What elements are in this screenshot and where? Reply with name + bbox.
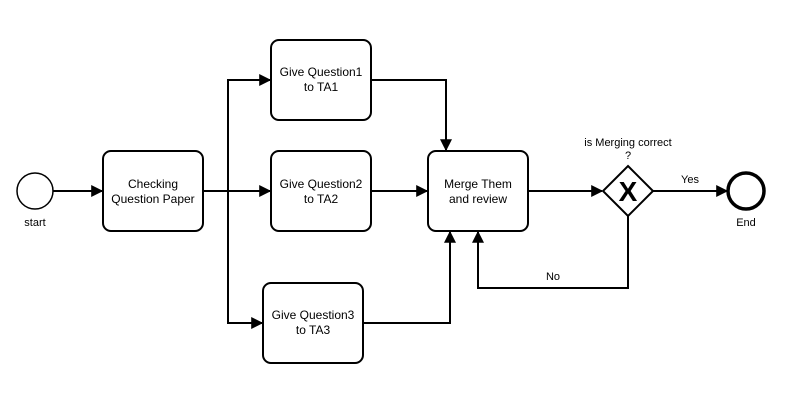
edges: [53, 74, 729, 329]
gateway-question-line1: is Merging correct: [584, 137, 671, 149]
edge-checking-to-q3: [227, 191, 264, 329]
task-q1-line1: Give Question1: [280, 65, 363, 79]
task-q3-line2: to TA3: [296, 323, 331, 337]
task-merge-and-review[interactable]: Merge Them and review: [427, 150, 529, 232]
edge-q1-to-merge: [371, 79, 452, 152]
end-label: End: [736, 217, 756, 229]
start-label: start: [24, 217, 45, 229]
task-q2-line2: to TA2: [304, 192, 339, 206]
task-checking-question-paper[interactable]: Checking Question Paper: [102, 150, 204, 232]
start-event[interactable]: start: [16, 172, 54, 229]
task-merge-box[interactable]: [427, 150, 529, 232]
task-give-question2[interactable]: Give Question2 to TA2: [270, 150, 372, 232]
end-event[interactable]: End: [726, 171, 766, 229]
gateway-x-icon: X: [619, 176, 638, 207]
task-q3-line1: Give Question3: [272, 308, 355, 322]
task-q1-line2: to TA1: [304, 80, 339, 94]
task-q2-line1: Give Question2: [280, 177, 363, 191]
gateway-diamond[interactable]: [601, 164, 655, 218]
end-circle[interactable]: [726, 171, 766, 211]
task-checking-line1: Checking: [128, 177, 178, 191]
edge-q3-to-merge: [363, 230, 456, 324]
task-merge-line1: Merge Them: [444, 177, 512, 191]
edge-gateway-to-merge-no: [472, 215, 629, 289]
edge-label-yes: Yes: [681, 174, 699, 186]
task-q2-box[interactable]: [270, 150, 372, 232]
task-q3-box[interactable]: [262, 282, 364, 364]
task-merge-line2: and review: [449, 192, 507, 206]
task-checking-box[interactable]: [102, 150, 204, 232]
gateway-question-line2: ?: [625, 150, 631, 162]
task-checking-line2: Question Paper: [111, 192, 194, 206]
task-give-question1[interactable]: Give Question1 to TA1: [270, 39, 372, 121]
task-q1-box[interactable]: [270, 39, 372, 121]
edge-label-no: No: [546, 271, 560, 283]
start-circle[interactable]: [16, 172, 54, 210]
edge-checking-to-q1: [227, 74, 272, 191]
task-give-question3[interactable]: Give Question3 to TA3: [262, 282, 364, 364]
exclusive-gateway[interactable]: is Merging correct ? X: [584, 137, 672, 218]
